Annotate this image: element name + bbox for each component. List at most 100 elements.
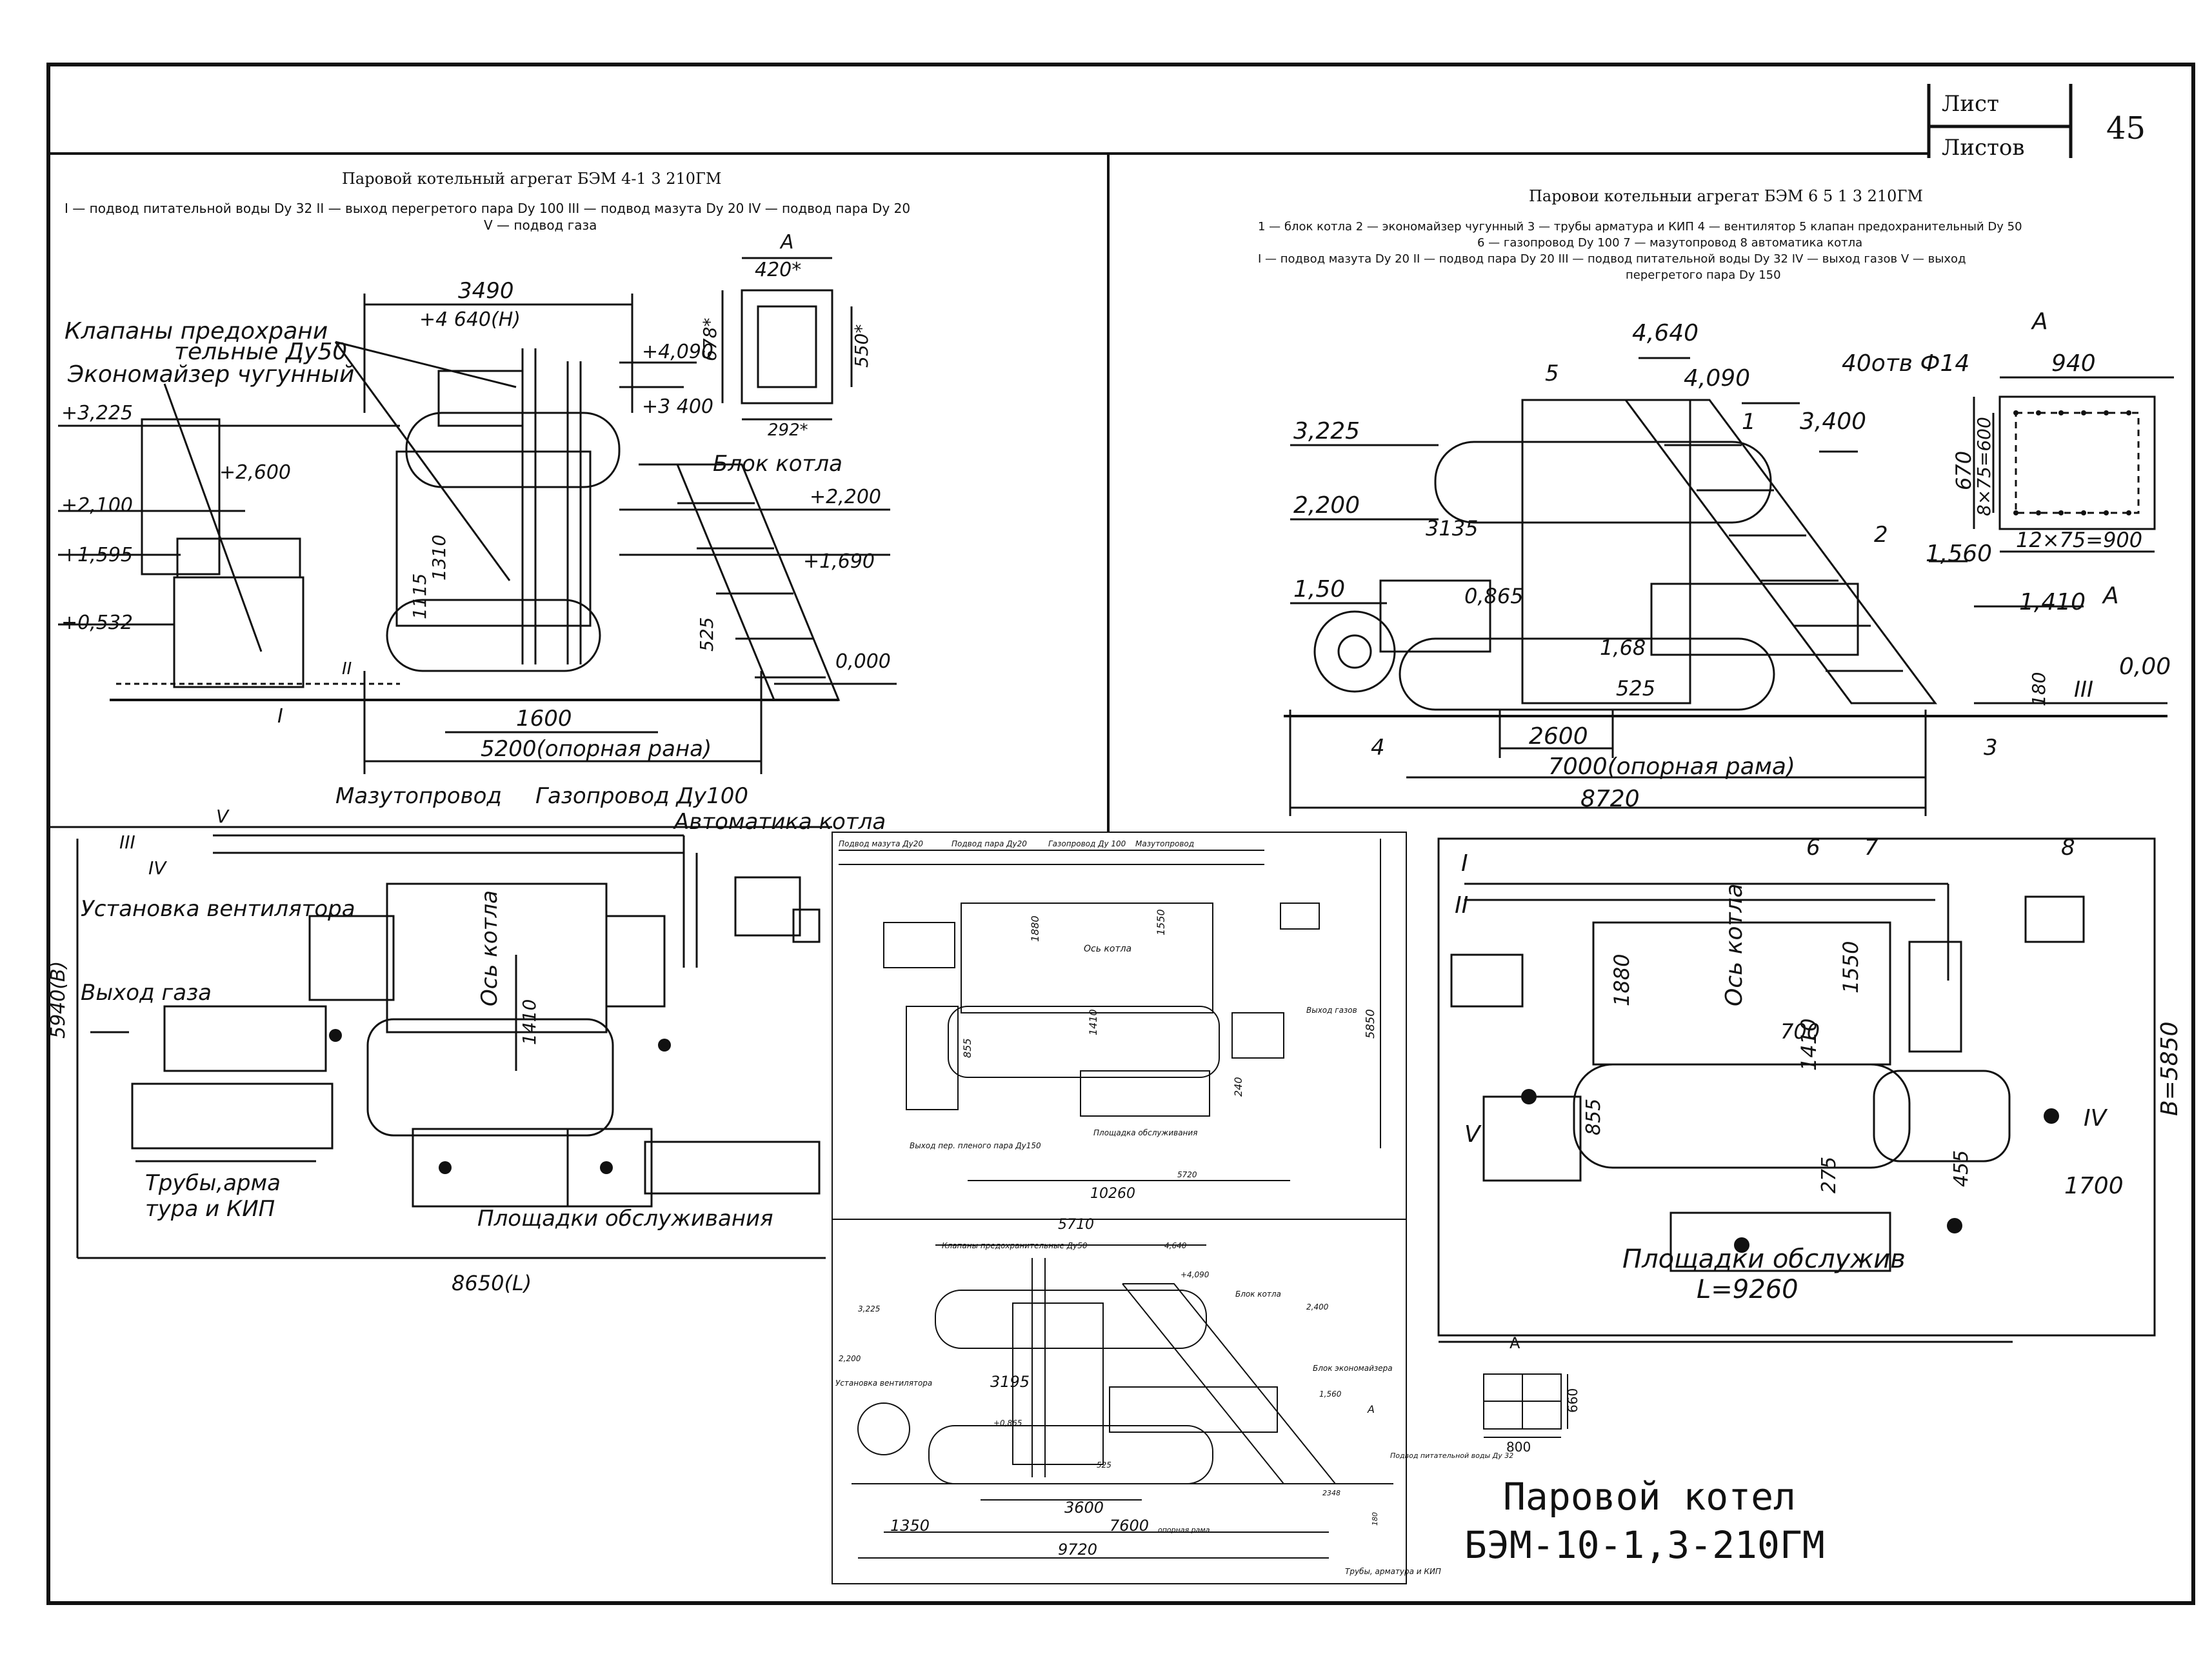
dim-label: 3490 (458, 278, 514, 304)
small-label: 2,400 (1306, 1302, 1329, 1312)
small-label: 3,225 (858, 1304, 880, 1313)
drawing-title: Паровой котельный агрегат БЭМ 4-1 3 210Г… (342, 170, 722, 188)
pipe-mark: III (2074, 677, 2093, 703)
sheet-number: 45 (2106, 110, 2146, 146)
sheets-label: Листов (1942, 135, 2025, 161)
elevation-label: +0,532 (61, 612, 133, 634)
caption-line1: Паровой котел (1503, 1475, 1796, 1519)
valves-label: Клапаны предохрани (65, 318, 328, 344)
pipe-mark: I (1461, 850, 1468, 877)
callout-number: 7 (1864, 835, 1878, 861)
dim-label: 8720 (1580, 786, 1640, 812)
callout-number: 1 (1742, 409, 1756, 435)
elevation-label: +2,200 (810, 486, 881, 508)
dim-label: 1550 (1155, 909, 1167, 935)
dim-label: 678* (699, 318, 721, 361)
legend-line: V — подвод газа (484, 217, 597, 233)
small-label: 180 (1371, 1512, 1379, 1526)
dim-label: 3195 (990, 1373, 1030, 1391)
small-label: Подвод пара Ду20 (952, 839, 1027, 848)
callout-number: 6 (1806, 835, 1820, 861)
elevation-label: +4,090 (642, 341, 713, 363)
dim-label: 1,68 (1600, 635, 1646, 660)
title-block: Лист Листов 45 (1927, 84, 2146, 161)
elevation-label: +1,595 (61, 544, 133, 566)
dim-label: 855 (1582, 1099, 1605, 1135)
elevation-label: 3,225 (1293, 418, 1360, 444)
section-arrow: А (2102, 583, 2119, 609)
dim-label: 7000(опорная рама) (1548, 753, 1795, 780)
dim-label: 12×75=900 (2016, 528, 2142, 552)
dim-label: 1600 (516, 706, 572, 732)
dim-label: 700 (1780, 1019, 1820, 1044)
small-label: Клапаны предохранительные Ду50 (942, 1241, 1088, 1250)
elevation-label: 0,00 (2119, 653, 2171, 680)
legend-line: I — подвод питательной воды Dу 32 II — в… (65, 201, 910, 216)
legend-line: 1 — блок котла 2 — экономайзер чугунный … (1258, 220, 2022, 234)
elevation-label: +3 400 (642, 395, 713, 418)
small-label: Подвод мазута Ду20 (839, 839, 923, 848)
economizer-label: Экономайзер чугунный (67, 361, 354, 388)
dim-label: 1880 (1029, 915, 1041, 942)
elevation-label: 2,200 (1293, 492, 1360, 519)
small-label: +4,090 (1181, 1270, 1210, 1279)
section-a-label: А (779, 231, 794, 254)
pipe-mark: II (1455, 892, 1468, 919)
dim-label: 3600 (1064, 1499, 1104, 1517)
dim-label: 1310 (428, 535, 450, 581)
elevation-label: 4,090 (1684, 365, 1750, 392)
dim-label: 10260 (1090, 1186, 1135, 1202)
dim-label: 660 (1565, 1388, 1580, 1413)
dim-label: 1880 (1609, 954, 1634, 1006)
dim-label: 525 (696, 617, 717, 652)
sheet-label: Лист (1942, 91, 1999, 117)
small-label: Трубы, арматура и КИП (1345, 1567, 1441, 1576)
dim-label: 8650(L) (452, 1271, 532, 1295)
dim-label: 1410 (1797, 1019, 1821, 1071)
dim-label: 1410 (1087, 1009, 1099, 1035)
dim-label: 5850 (1364, 1009, 1377, 1039)
small-label: Выход пер. пленого пара Ду150 (910, 1141, 1041, 1150)
elevation-label: 4,640 (1632, 320, 1699, 346)
dim-label: 3135 (1426, 516, 1478, 541)
small-label: Ось котла (1084, 944, 1131, 954)
dim-label: 180 (2028, 672, 2049, 706)
elevation-label: +2,600 (219, 461, 291, 484)
pipe-mark: IV (2084, 1105, 2108, 1132)
dim-label: 1115 (409, 574, 430, 619)
dim-label: 1700 (2064, 1173, 2124, 1199)
elevation-label: +1,690 (803, 550, 875, 573)
fan-label: Установка вентилятора (81, 896, 355, 922)
dim-label: 292* (768, 421, 808, 440)
pipe-mark: V (216, 806, 230, 827)
sheet-frame (46, 63, 2195, 1605)
dim-label: 455 (1950, 1150, 1973, 1187)
gas-line-label: Газопровод Ду100 (535, 783, 748, 809)
dim-label: 7600 (1110, 1517, 1149, 1535)
elevation-label: 3,400 (1800, 408, 1866, 435)
callout-number: 4 (1371, 735, 1385, 761)
plan-view-left: Мазутопровод Газопровод Ду100 Автоматика… (47, 783, 886, 1295)
small-label: 2,200 (839, 1354, 861, 1363)
small-label: Установка вентилятора (835, 1379, 932, 1388)
elevation-label: +4 640(Н) (419, 308, 521, 331)
drawing-caption: Паровой котел БЭМ-10-1,3-210ГМ (1464, 1475, 1825, 1567)
section-a-small: А 660 800 (1483, 1334, 1580, 1455)
legend-line: перегретого пара Dу 150 (1626, 268, 1781, 282)
dim-label: 1350 (890, 1517, 930, 1535)
pipe-mark: II (342, 659, 352, 679)
drawing-title: Паровои котельныи агрегат БЭМ 6 5 1 3 21… (1529, 187, 1923, 205)
caption-line2: БЭМ-10-1,3-210ГМ (1464, 1523, 1825, 1567)
section-a-label: А (1510, 1334, 1520, 1352)
dim-label: 5710 (1058, 1217, 1094, 1233)
small-label: опорная рама (1158, 1526, 1210, 1534)
small-label: Блок котла (1235, 1290, 1281, 1299)
dim-label: 1550 (1838, 941, 1863, 993)
callout-number: 8 (2061, 835, 2075, 861)
dim-label: 240 (1232, 1077, 1244, 1097)
small-label: 2348 (1322, 1489, 1340, 1497)
legend-line: I — подвод мазута Dу 20 II — подвод пара… (1258, 252, 1966, 266)
legend-line: 6 — газопровод Dу 100 7 — мазутопровод 8… (1477, 236, 1862, 250)
dim-label: В=5850 (2157, 1022, 2183, 1116)
